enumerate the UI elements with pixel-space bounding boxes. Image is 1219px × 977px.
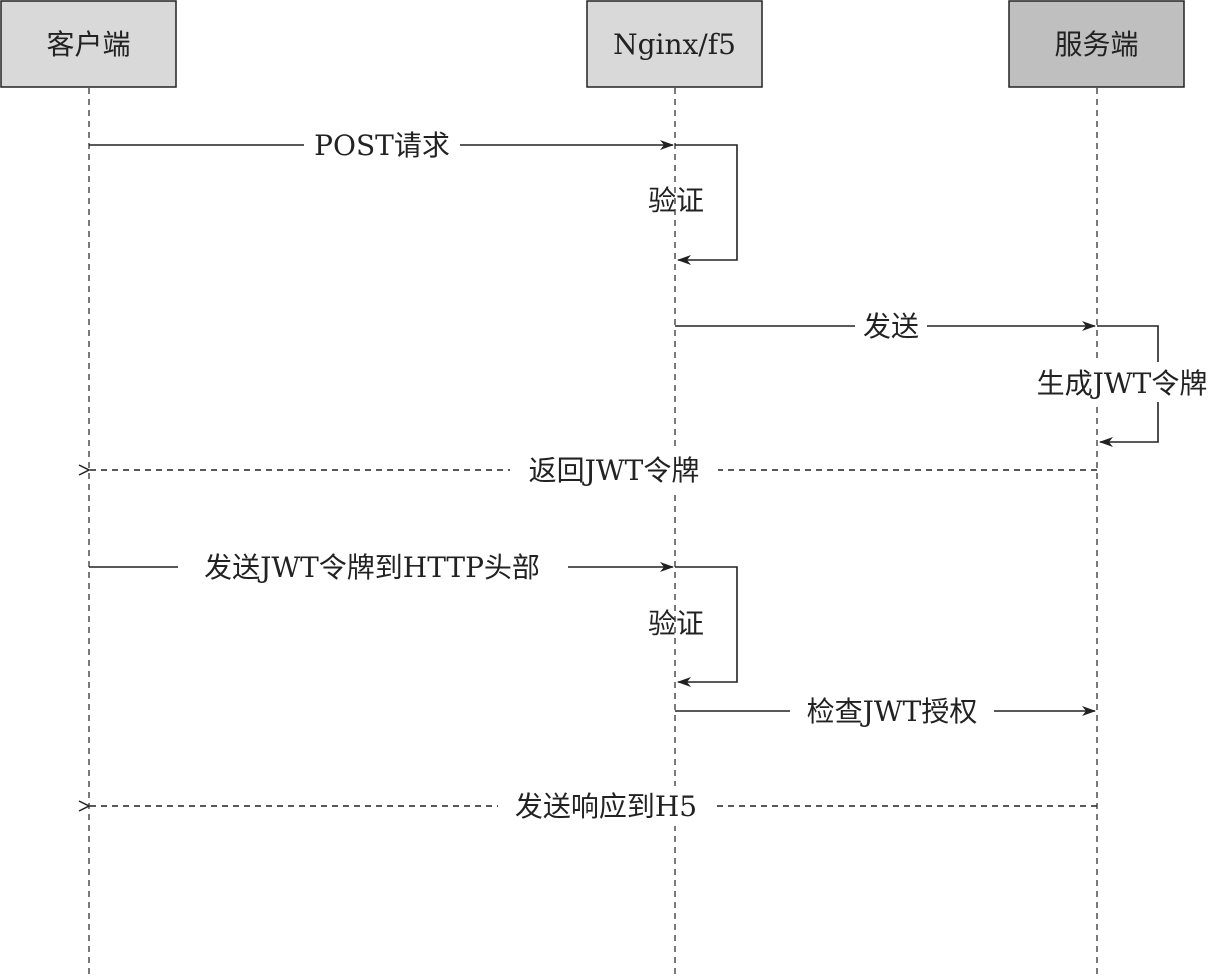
message-check-jwt: 检查JWT授权	[675, 691, 1096, 731]
message-label: 验证	[648, 607, 704, 640]
self-loop-arrow	[675, 566, 738, 687]
participant-box-proxy	[586, 0, 763, 88]
participant-proxy: Nginx/f5	[586, 0, 763, 88]
participant-server: 服务端	[1008, 0, 1185, 88]
message-label: POST请求	[314, 129, 450, 162]
message-label: 发送JWT令牌到HTTP头部	[204, 551, 540, 584]
participant-label-proxy: Nginx/f5	[613, 28, 736, 61]
label-background	[498, 786, 714, 826]
message-label: 检查JWT授权	[807, 695, 978, 728]
message-label: 验证	[648, 184, 704, 217]
message-label: 发送响应到H5	[515, 790, 697, 823]
label-background	[1025, 362, 1219, 402]
message-label: 生成JWT令牌	[1037, 367, 1208, 400]
participant-box-server	[1008, 0, 1185, 88]
self-loop-arrow	[675, 144, 738, 265]
message-validate-1: 验证	[648, 144, 738, 265]
participant-box-client	[0, 0, 177, 88]
label-background	[790, 691, 994, 731]
message-generate-jwt: 生成JWT令牌	[1025, 325, 1219, 447]
label-background	[304, 125, 460, 165]
participant-label-client: 客户端	[46, 28, 130, 61]
message-send-jwt-header: 发送JWT令牌到HTTP头部	[89, 547, 674, 587]
participant-client: 客户端	[0, 0, 177, 88]
label-background	[510, 450, 718, 490]
message-send-response: 发送响应到H5	[89, 786, 1097, 826]
participant-label-server: 服务端	[1054, 28, 1138, 61]
message-validate-2: 验证	[648, 566, 738, 687]
message-send: 发送	[675, 306, 1096, 346]
label-background	[178, 547, 568, 587]
message-return-jwt: 返回JWT令牌	[89, 450, 1097, 490]
label-background	[855, 306, 927, 346]
message-label: 发送	[863, 310, 919, 343]
message-label: 返回JWT令牌	[529, 454, 700, 487]
message-post-request: POST请求	[89, 125, 674, 165]
